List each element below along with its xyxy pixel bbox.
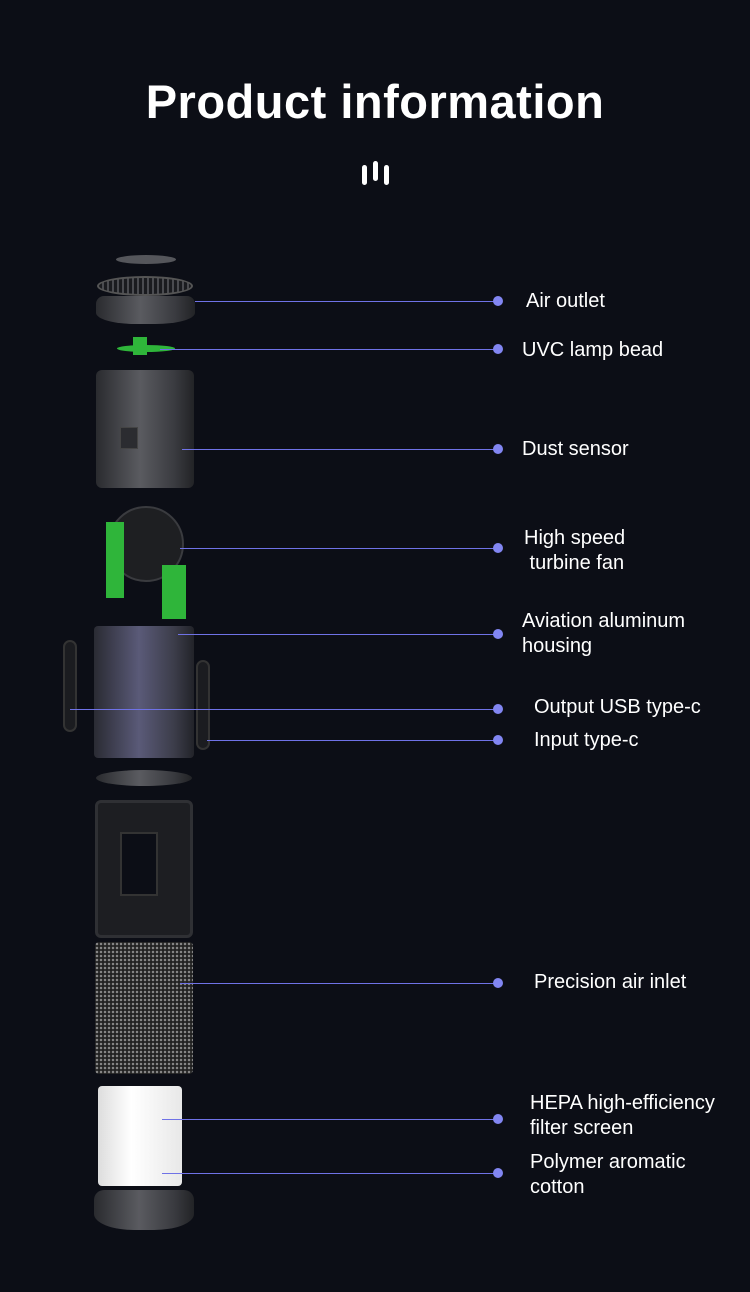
page-title: Product information	[145, 75, 605, 128]
side-clip-left	[63, 640, 77, 732]
leader-line	[207, 740, 498, 741]
sensor-window	[120, 427, 138, 449]
label-turbine-fan: High speed turbine fan	[524, 527, 626, 574]
air-outlet-ring	[96, 296, 195, 324]
callout-dot	[493, 344, 503, 354]
label-output-usb: Output USB type-c	[534, 696, 701, 718]
leader-line	[180, 983, 498, 984]
callout-dot	[493, 1114, 503, 1124]
top-cap-disc	[116, 255, 176, 264]
leader-line	[162, 1173, 498, 1174]
leader-line	[162, 1119, 498, 1120]
callout-dot	[493, 444, 503, 454]
battery-cap	[96, 770, 192, 786]
label-input-typec: Input type-c	[534, 729, 639, 751]
mesh-inlet	[95, 942, 193, 1074]
label-air-outlet: Air outlet	[526, 290, 605, 312]
base-cap	[94, 1190, 194, 1230]
callout-dot	[493, 543, 503, 553]
fan-circuit-board	[106, 522, 124, 598]
label-aromatic-cotton: Polymer aromatic cotton	[530, 1151, 686, 1198]
fan-circuit-board-2	[162, 565, 186, 619]
leader-line	[182, 449, 498, 450]
side-clip-right	[196, 660, 210, 750]
leader-line	[160, 349, 498, 350]
hepa-filter-part	[98, 1086, 182, 1186]
leader-line	[178, 634, 498, 635]
callout-dot	[493, 704, 503, 714]
callout-dot	[493, 978, 503, 988]
leader-line	[195, 301, 498, 302]
frame-window	[120, 832, 158, 896]
label-uvc-lamp-bead: UVC lamp bead	[522, 339, 664, 361]
divider-bars-icon	[361, 161, 391, 187]
outlet-grille	[97, 276, 193, 296]
callout-dot	[493, 629, 503, 639]
callout-dot	[493, 296, 503, 306]
uvc-lamp-bead-part	[133, 337, 147, 355]
callout-dot	[493, 735, 503, 745]
leader-line	[180, 548, 498, 549]
dust-sensor-shell	[96, 370, 194, 488]
label-air-inlet: Precision air inlet	[534, 971, 687, 993]
label-hepa-filter: HEPA high-efficiency filter screen	[530, 1092, 715, 1139]
leader-line	[70, 709, 498, 710]
callout-dot	[493, 1168, 503, 1178]
label-aluminum-housing: Aviation aluminum housing	[522, 610, 686, 657]
label-dust-sensor: Dust sensor	[522, 438, 629, 460]
aluminum-housing-part	[94, 626, 194, 758]
